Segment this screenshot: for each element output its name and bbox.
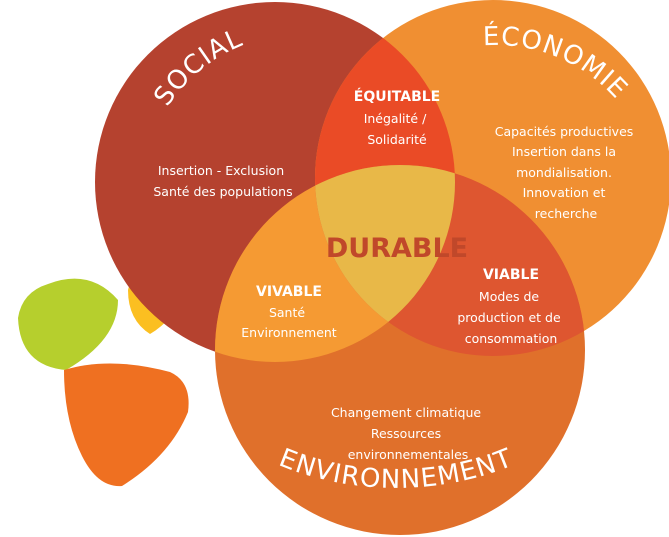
vivable-line-1: Santé	[269, 305, 305, 320]
equitable-title: ÉQUITABLE	[354, 88, 441, 105]
equitable-description: Inégalité / Solidarité	[364, 111, 431, 147]
economie-line-2: Insertion dans la	[512, 144, 616, 159]
green-leaf-shape	[18, 278, 118, 370]
viable-line-3: consommation	[465, 331, 558, 346]
vivable-title: VIVABLE	[256, 284, 322, 300]
social-description: Insertion - Exclusion Santé des populati…	[153, 163, 292, 199]
viable-line-1: Modes de	[479, 289, 539, 304]
vivable-description: Santé Environnement	[241, 305, 337, 340]
viable-title: VIABLE	[483, 267, 539, 283]
vivable-line-2: Environnement	[241, 325, 337, 340]
environnement-description: Changement climatique Ressources environ…	[331, 405, 485, 462]
environnement-line-1: Changement climatique	[331, 405, 481, 420]
economie-description: Capacités productives Insertion dans la …	[495, 124, 638, 221]
social-line-1: Insertion - Exclusion	[158, 163, 284, 178]
economie-line-1: Capacités productives	[495, 124, 634, 139]
environnement-line-2: Ressources	[371, 426, 441, 441]
viable-line-2: production et de	[457, 310, 561, 325]
equitable-line-1: Inégalité /	[364, 111, 427, 126]
durable-title: DURABLE	[326, 233, 468, 264]
environnement-line-3: environnementales	[348, 447, 469, 462]
social-line-2: Santé des populations	[153, 184, 292, 199]
equitable-line-2: Solidarité	[367, 132, 427, 147]
economie-line-4: Innovation et	[523, 185, 606, 200]
viable-description: Modes de production et de consommation	[457, 289, 564, 346]
orange-leaf-shape	[64, 363, 189, 487]
economie-line-5: recherche	[535, 206, 598, 221]
economie-line-3: mondialisation.	[516, 165, 612, 180]
